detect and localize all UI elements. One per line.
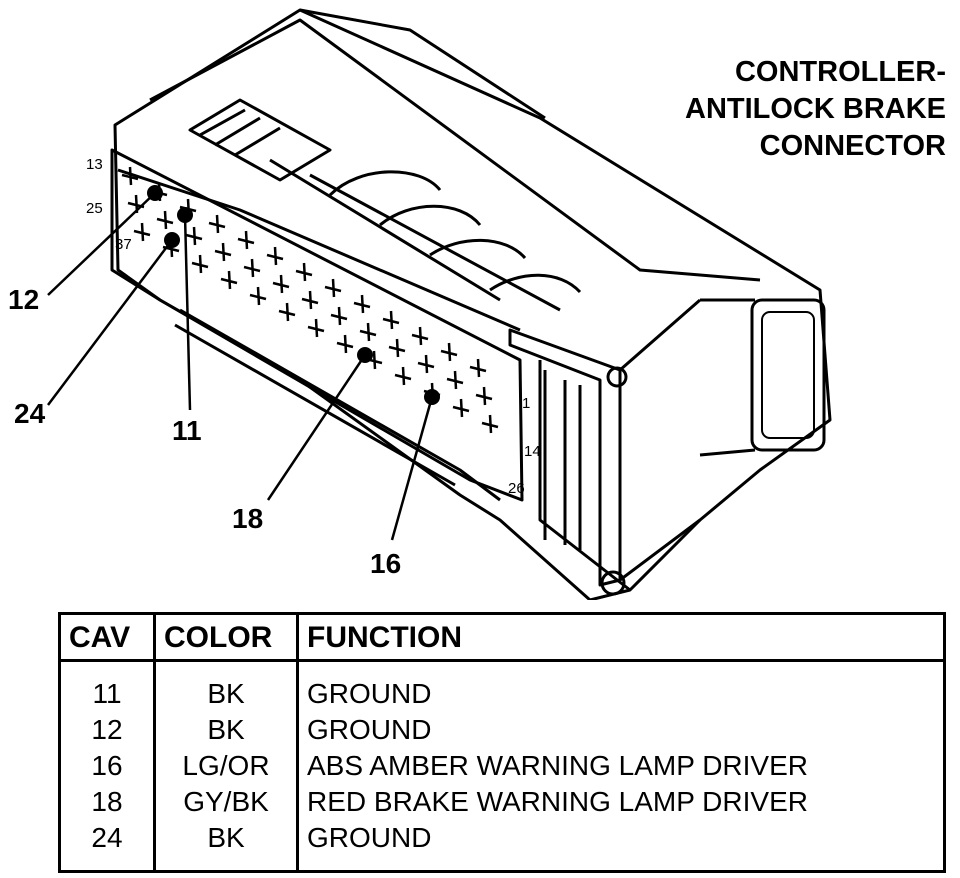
cavity-cross [156, 210, 174, 230]
cavity-cross [417, 354, 435, 374]
cavity-cross [307, 318, 325, 338]
cavity-cross [272, 274, 290, 294]
callout-11: 11 [172, 415, 202, 446]
cavity-cross [440, 342, 458, 362]
header-color: COLOR [154, 613, 299, 662]
cavity-cross [133, 222, 151, 242]
table-row: 16 LG/OR ABS AMBER WARNING LAMP DRIVER [59, 748, 945, 784]
cavity-cross [266, 246, 284, 266]
cavity-cross [243, 258, 261, 278]
table-row: 24 BK GROUND [59, 820, 945, 872]
pin-number-13: 13 [86, 156, 103, 173]
cavity-cross [469, 358, 487, 378]
title-line: CONTROLLER- [734, 56, 946, 88]
color-cell: GY/BK [154, 784, 299, 820]
cavity-table: CAV COLOR FUNCTION 11 BK GROUND 12 BK GR… [58, 612, 946, 873]
cavity-cross [330, 306, 348, 326]
cav-cell: 11 [59, 660, 156, 712]
cav-cell: 24 [59, 820, 156, 872]
pin-number-25: 25 [86, 200, 103, 217]
cavity-cross [382, 310, 400, 330]
cav-cell: 12 [59, 712, 156, 748]
callout-12: 12 [8, 284, 40, 315]
color-cell: BK [154, 712, 299, 748]
title-line: CONNECTOR [759, 130, 946, 162]
pin-number-1: 1 [522, 395, 531, 412]
connector-port [750, 298, 826, 452]
cav-cell: 16 [59, 748, 156, 784]
cavity-cross [411, 326, 429, 346]
function-cell: GROUND [307, 678, 432, 709]
color-cell: LG/OR [154, 748, 299, 784]
pin-number-37: 37 [115, 236, 132, 253]
cavity-cross [336, 334, 354, 354]
callout-24: 24 [14, 398, 46, 429]
connector-face [110, 148, 524, 502]
cavity-cross [249, 286, 267, 306]
cavity-cross [353, 294, 371, 314]
cavity-cross [388, 338, 406, 358]
cav-cell: 18 [59, 784, 156, 820]
cavity-cross [446, 370, 464, 390]
header-function: FUNCTION [297, 613, 945, 662]
cavity-cross [220, 270, 238, 290]
table-header-row: CAV COLOR FUNCTION [59, 613, 945, 662]
function-cell: RED BRAKE WARNING LAMP DRIVER [307, 786, 808, 817]
cavity-cross [237, 230, 255, 250]
leader-16 [390, 396, 434, 541]
cavity-cross [185, 226, 203, 246]
function-cell: GROUND [307, 822, 432, 853]
cavity-cross [278, 302, 296, 322]
function-cell: GROUND [307, 714, 432, 745]
color-cell: BK [154, 820, 299, 872]
cavity-cross [301, 290, 319, 310]
pin-number-14: 14 [524, 443, 541, 460]
cavity-cross [191, 254, 209, 274]
cavity-cross [208, 214, 226, 234]
callout-16: 16 [370, 548, 402, 579]
title-line: ANTILOCK BRAKE [685, 93, 946, 125]
cavity-cross [324, 278, 342, 298]
cavity-cross [359, 322, 377, 342]
cavity-cross [121, 166, 139, 186]
table-row: 12 BK GROUND [59, 712, 945, 748]
cavity-cross [481, 414, 499, 434]
cavity-cross [475, 386, 493, 406]
callout-18: 18 [232, 503, 264, 534]
cavity-cross [452, 398, 470, 418]
leader-24 [47, 239, 173, 406]
pin-number-26: 26 [508, 480, 525, 497]
table-row: 11 BK GROUND [59, 660, 945, 712]
cavity-cross [394, 366, 412, 386]
leader-18 [266, 354, 367, 501]
connector-illustration [47, 8, 832, 600]
cavity-cross [214, 242, 232, 262]
leader-12 [47, 192, 156, 296]
header-cav: CAV [59, 613, 156, 662]
leader-11 [183, 214, 192, 411]
cavity-cross [295, 262, 313, 282]
diagram-title: CONTROLLER- ANTILOCK BRAKE CONNECTOR [616, 54, 946, 165]
table-row: 18 GY/BK RED BRAKE WARNING LAMP DRIVER [59, 784, 945, 820]
function-cell: ABS AMBER WARNING LAMP DRIVER [307, 750, 808, 781]
color-cell: BK [154, 660, 299, 712]
